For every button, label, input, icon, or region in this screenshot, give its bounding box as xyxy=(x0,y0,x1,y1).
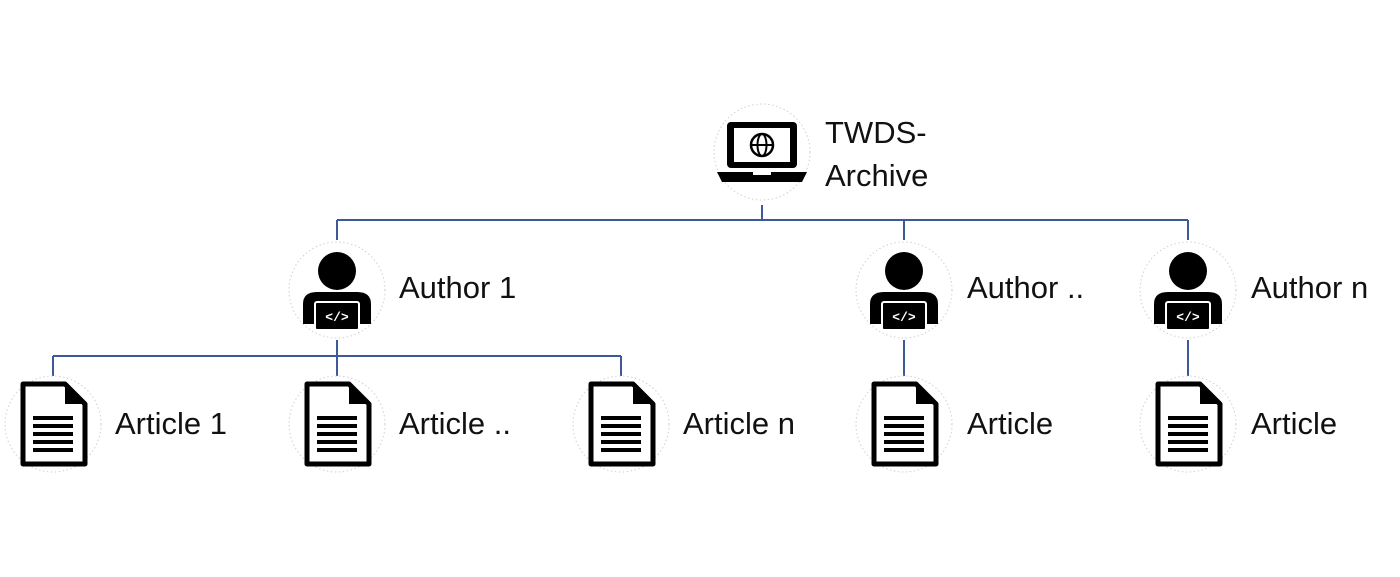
document-icon xyxy=(1155,381,1223,467)
svg-text:</>: </> xyxy=(325,310,349,325)
article-node-5 xyxy=(1139,375,1237,473)
article-label-5: Article xyxy=(1251,406,1338,441)
article-label-1: Article 1 xyxy=(115,406,227,441)
author-label-2: Author .. xyxy=(967,270,1085,305)
author-node-3: </> xyxy=(1139,241,1237,339)
laptop-globe-icon xyxy=(717,122,807,182)
developer-icon: </> xyxy=(303,252,371,331)
article-node-4 xyxy=(855,375,953,473)
document-icon xyxy=(588,381,656,467)
svg-text:</>: </> xyxy=(1176,310,1200,325)
root-label-line2: Archive xyxy=(825,157,929,193)
article-label-4: Article xyxy=(967,406,1054,441)
root-node xyxy=(713,103,811,201)
document-icon xyxy=(20,381,88,467)
author-label-1: Author 1 xyxy=(399,270,517,305)
developer-icon: </> xyxy=(870,252,938,331)
author-label-3: Author n xyxy=(1251,270,1369,305)
article-label-3: Article n xyxy=(683,406,795,441)
author-node-2: </> xyxy=(855,241,953,339)
connector-lines xyxy=(52,205,1189,378)
svg-text:</>: </> xyxy=(892,310,916,325)
author-node-1: </> xyxy=(288,241,386,339)
document-icon xyxy=(304,381,372,467)
root-label-line1: TWDS- xyxy=(825,115,927,150)
article-node-1 xyxy=(4,375,102,473)
article-node-3 xyxy=(572,375,670,473)
article-label-2: Article .. xyxy=(399,406,511,441)
root-label: TWDS- Archive xyxy=(825,112,928,198)
developer-icon: </> xyxy=(1154,252,1222,331)
article-node-2 xyxy=(288,375,386,473)
document-icon xyxy=(871,381,939,467)
